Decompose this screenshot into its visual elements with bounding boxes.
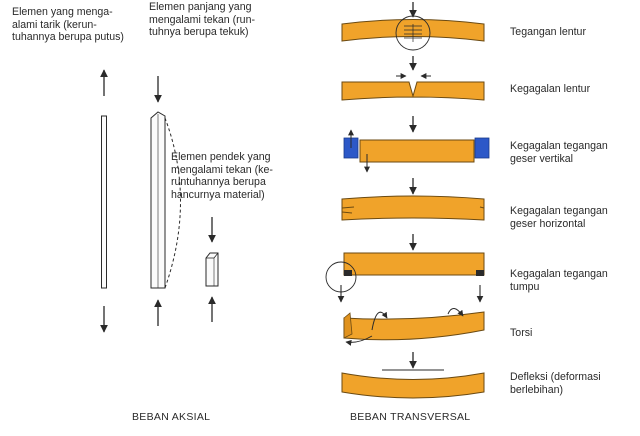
label-torsion: Torsi [510, 327, 533, 339]
tension-rod [101, 115, 107, 289]
short-block [205, 252, 219, 287]
long-compression-member [150, 76, 181, 326]
label-vertical-shear-failure: Kegagalan tegangan geser vertikal [510, 140, 608, 165]
right-support-block [474, 137, 490, 159]
beam-torsion [343, 308, 485, 346]
beam-bending-stress [341, 2, 485, 51]
short-compression-label: Elemen pendek yang mengalami tekan (ke- … [171, 151, 273, 201]
beam-bearing-stress [325, 234, 485, 303]
label-deflection: Defleksi (deformasi berlebihan) [510, 371, 601, 396]
axial-load-caption: BEBAN AKSIAL [132, 411, 211, 423]
tension-member [100, 69, 108, 333]
transversal-load-caption: BEBAN TRANSVERSAL [350, 411, 471, 423]
label-bending-failure: Kegagalan lentur [510, 83, 591, 95]
beam-horizontal-shear [341, 178, 485, 221]
buckled-shape [164, 117, 181, 289]
label-horizontal-shear-failure: Kegagalan tegangan geser horizontal [510, 205, 608, 230]
long-compression-label: Elemen panjang yang mengalami tekan (run… [149, 1, 255, 39]
label-bearing-stress-failure: Kegagalan tegangan tumpu [510, 268, 608, 293]
label-bending-stress: Tegangan lentur [510, 26, 586, 38]
beam-vertical-shear [343, 116, 490, 173]
beam-deflection [341, 352, 485, 399]
beam-bending-failure [341, 56, 485, 101]
tension-member-label: Elemen yang menga- alami tarik (kerun- t… [12, 6, 124, 44]
short-compression-member [205, 217, 219, 322]
